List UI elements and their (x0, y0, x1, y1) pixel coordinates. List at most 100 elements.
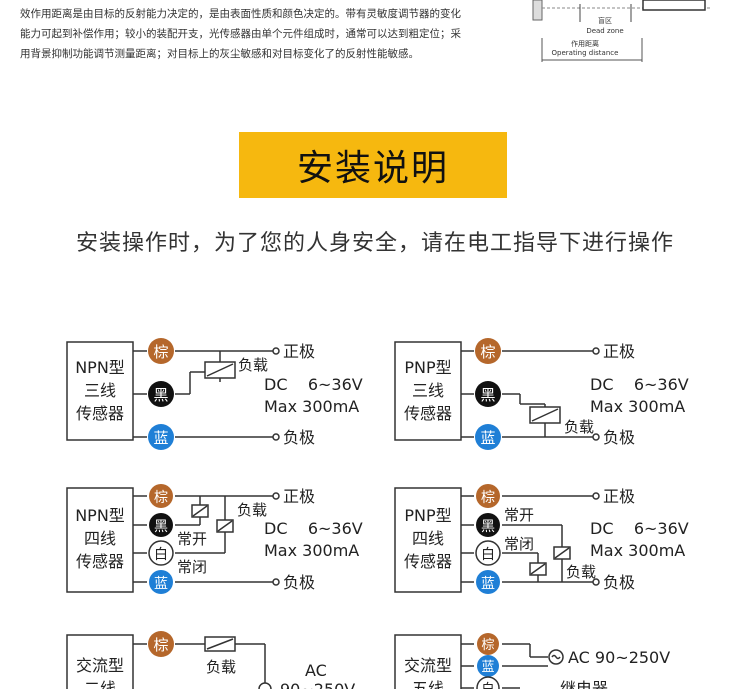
ac2-wire-brown-label: 棕 (153, 636, 168, 654)
ac2-wire-brown (148, 631, 174, 657)
npn3-neg-label: 负极 (283, 428, 315, 447)
pnp3-pos-label: 正极 (603, 342, 635, 361)
npn4-wire-brown (149, 484, 173, 508)
ac5-supply-label: AC 90~250V (568, 648, 670, 667)
pnp3-dc-spec: DC 6~36V (590, 375, 689, 394)
ac2-voltage-label: 90~250V (280, 680, 355, 689)
npn4-wire-blue (149, 570, 173, 594)
pnp3-neg-label: 负极 (603, 428, 635, 447)
pnp3-wire-blue (475, 424, 501, 450)
npn4-wire-black (149, 513, 173, 537)
operating-distance-cn: 作用距离 (571, 39, 599, 48)
pnp4-name-line1: PNP型 (404, 506, 451, 525)
pnp4-neg-label: 负极 (603, 573, 635, 592)
ac5-wire-brown-label: 棕 (481, 638, 494, 653)
npn4-no-label: 常开 (177, 530, 207, 548)
ac5-name-line2: 五线 (412, 679, 444, 689)
npn3-wire-black-label: 黑 (153, 386, 168, 404)
ac5-wire-white (476, 676, 500, 689)
install-instructions-banner: 安装说明 (239, 132, 507, 198)
dead-zone-label-en: Dead zone (586, 27, 623, 35)
pnp4-wire-brown (476, 484, 500, 508)
npn3-pos-label: 正极 (283, 342, 315, 361)
pnp4-name-line2: 四线 (412, 529, 444, 548)
npn3-sensor-box (66, 341, 134, 441)
ac5-wire-brown (477, 633, 499, 655)
npn3-name-line1: NPN型 (75, 358, 125, 377)
pnp4-wire-blue (476, 570, 500, 594)
pnp3-name-line1: PNP型 (404, 358, 451, 377)
pnp3-wire-brown (475, 338, 501, 364)
npn4-nc-label: 常闭 (177, 558, 207, 576)
npn-four-wire-diagram (66, 487, 280, 593)
npn3-dc-spec: DC 6~36V (264, 375, 363, 394)
pnp3-wire-brown-label: 棕 (480, 343, 495, 361)
intro-paragraph: 效作用距离是由目标的反射能力决定的，是由表面性质和颜色决定的。带有灵敏度调节器的… (20, 8, 461, 60)
pnp-three-wire-diagram (394, 341, 600, 441)
ac2-load-label: 负载 (206, 658, 236, 676)
ac5-wire-white-label: 白 (481, 681, 494, 689)
npn3-wire-blue-label: 蓝 (153, 429, 168, 447)
npn4-load-label: 负载 (237, 501, 267, 519)
ac2-ac-label: AC (305, 661, 327, 680)
ac5-name-line1: 交流型 (404, 656, 452, 675)
npn3-name-line3: 传感器 (76, 404, 124, 423)
pnp4-name-line3: 传感器 (404, 552, 452, 571)
ac2-sensor-box (66, 634, 134, 689)
pnp3-load-label: 负载 (564, 418, 594, 436)
pnp3-name-line2: 三线 (412, 381, 444, 400)
operating-distance-en: Operating distance (552, 49, 619, 57)
npn4-wire-white-label: 白 (154, 547, 168, 563)
pnp4-wire-brown-label: 棕 (481, 490, 495, 506)
npn4-neg-label: 负极 (283, 573, 315, 592)
pnp3-wire-blue-label: 蓝 (480, 429, 495, 447)
pnp4-no-label: 常开 (504, 506, 534, 524)
npn4-dc-spec: DC 6~36V (264, 519, 363, 538)
ac-five-wire-diagram (394, 634, 564, 689)
pnp4-max-spec: Max 300mA (590, 541, 685, 560)
npn4-wire-blue-label: 蓝 (154, 576, 168, 592)
pnp4-nc-label: 常闭 (504, 535, 534, 553)
ac2-name-line1: 交流型 (76, 656, 124, 675)
wiring-diagrams: 棕 黑 蓝 NPN型 三线 传感器 负载 正极 负极 DC 6~36V Max … (66, 338, 689, 689)
pnp3-max-spec: Max 300mA (590, 397, 685, 416)
pnp4-wire-white-label: 白 (481, 547, 495, 563)
npn4-wire-brown-label: 棕 (154, 490, 168, 506)
sensor-range-diagram: 盲区 Dead zone 作用距离 Operating distance (532, 0, 710, 62)
pnp3-sensor-box (394, 341, 462, 441)
pnp3-wire-black-label: 黑 (480, 386, 495, 404)
ac5-wire-blue-label: 蓝 (481, 660, 494, 675)
pnp4-wire-blue-label: 蓝 (481, 576, 495, 592)
pnp4-load-label: 负载 (566, 563, 596, 581)
ac-two-wire-diagram (66, 634, 272, 689)
npn4-wire-black-label: 黑 (154, 519, 168, 535)
npn3-wire-brown (148, 338, 174, 364)
npn4-pos-label: 正极 (283, 487, 315, 506)
ac5-wire-blue (477, 655, 499, 677)
pnp4-sensor-box (394, 487, 462, 593)
npn4-name-line1: NPN型 (75, 506, 125, 525)
npn3-max-spec: Max 300mA (264, 397, 359, 416)
npn3-load-label: 负载 (238, 356, 268, 374)
npn3-wire-blue (148, 424, 174, 450)
safety-notice: 安装操作时，为了您的人身安全，请在电工指导下进行操作 (75, 231, 674, 256)
pnp4-wire-white (475, 540, 501, 566)
npn4-name-line3: 传感器 (76, 552, 124, 571)
npn3-name-line2: 三线 (84, 381, 116, 400)
npn3-wire-black (148, 381, 174, 407)
npn4-sensor-box (66, 487, 134, 593)
target-object (642, 0, 706, 11)
npn4-name-line2: 四线 (84, 529, 116, 548)
npn4-max-spec: Max 300mA (264, 541, 359, 560)
npn-three-wire-diagram (66, 341, 280, 441)
pnp4-pos-label: 正极 (603, 487, 635, 506)
pnp-four-wire-diagram (394, 487, 600, 593)
pnp4-wire-black (476, 513, 500, 537)
npn3-wire-brown-label: 棕 (153, 343, 168, 361)
pnp3-name-line3: 传感器 (404, 404, 452, 423)
npn4-wire-white (148, 540, 174, 566)
ac5-sensor-box (394, 634, 462, 689)
ac2-name-line2: 二线 (84, 679, 116, 689)
dead-zone-label-cn: 盲区 (598, 16, 612, 25)
sensor-body (532, 0, 543, 21)
